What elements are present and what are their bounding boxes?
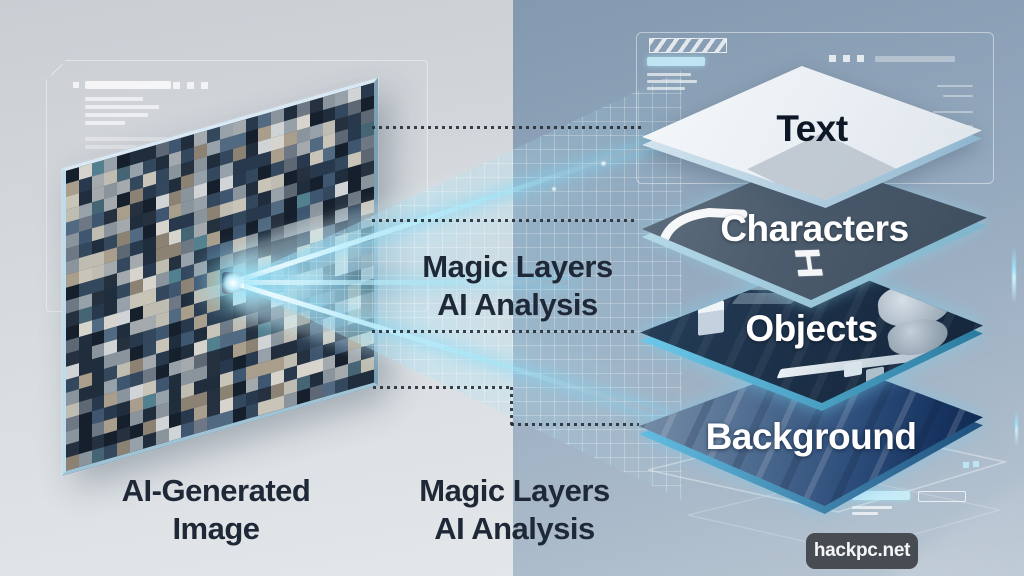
hud-square [843,55,850,62]
layer-text: Text [642,66,982,208]
hud-text-line [875,56,955,62]
layer-text-label: Text [776,108,848,149]
hud-title-bar [85,81,171,89]
hud-text-line [933,111,973,113]
magic-layers-caption-line2: AI Analysis [434,511,595,546]
hud-text-line [852,512,878,515]
hud-text-line [85,145,137,149]
hud-progress-bar [852,491,910,500]
hud-text-line [937,85,973,87]
hud-text-line [943,95,973,97]
layer-background: Background [639,358,983,514]
cyan-tick-icon [1012,246,1016,304]
leader-line-characters [372,219,638,222]
layer-text-surface: Text [642,66,982,200]
hud-square [201,82,208,89]
watermark-badge: hackpc.net [806,533,918,569]
leader-line-background-b [510,387,513,425]
hud-square [173,82,180,89]
hud-square [829,55,836,62]
h-glyph-icon: H [786,246,831,280]
hud-text-line [85,113,148,117]
cyan-tick-icon [1015,410,1018,446]
hud-text-line [85,121,125,125]
hud-square [73,82,79,88]
small-cubes-icon [844,360,862,378]
beam-origin-glow [222,272,244,294]
beam-caption-line2: AI Analysis [437,287,598,322]
sparkle-icon [600,160,607,167]
hud-text-line [85,97,143,101]
hud-text-line [85,105,159,109]
beam-caption: Magic Layers AI Analysis [375,248,660,324]
leader-line-objects [372,330,634,333]
layer-objects: Objects [640,262,983,411]
hatched-bar-icon [649,38,727,53]
hud-square [857,55,864,62]
beam-caption-line1: Magic Layers [422,249,613,284]
hud-outline-bar [918,491,966,502]
magic-layers-caption-line1: Magic Layers [419,473,610,508]
layer-objects-label: Objects [745,308,878,349]
sparkle-icon [551,186,557,192]
leader-line-background-c [511,423,639,426]
hud-text-line [852,506,892,509]
magic-layers-caption: Magic Layers AI Analysis [372,472,657,548]
hud-text-line [85,137,173,141]
ai-generated-caption-line2: Image [172,511,260,546]
layer-characters-label: Characters [720,208,909,249]
hud-progress-bar [647,57,705,66]
leader-line-background-a [373,386,512,389]
leader-line-text [372,126,644,129]
watermark-label: hackpc.net [813,540,911,561]
layer-background-label: Background [705,416,917,457]
ai-generated-image-caption: AI-Generated Image [60,472,372,548]
ai-generated-caption-line1: AI-Generated [121,473,311,508]
hud-square [187,82,194,89]
